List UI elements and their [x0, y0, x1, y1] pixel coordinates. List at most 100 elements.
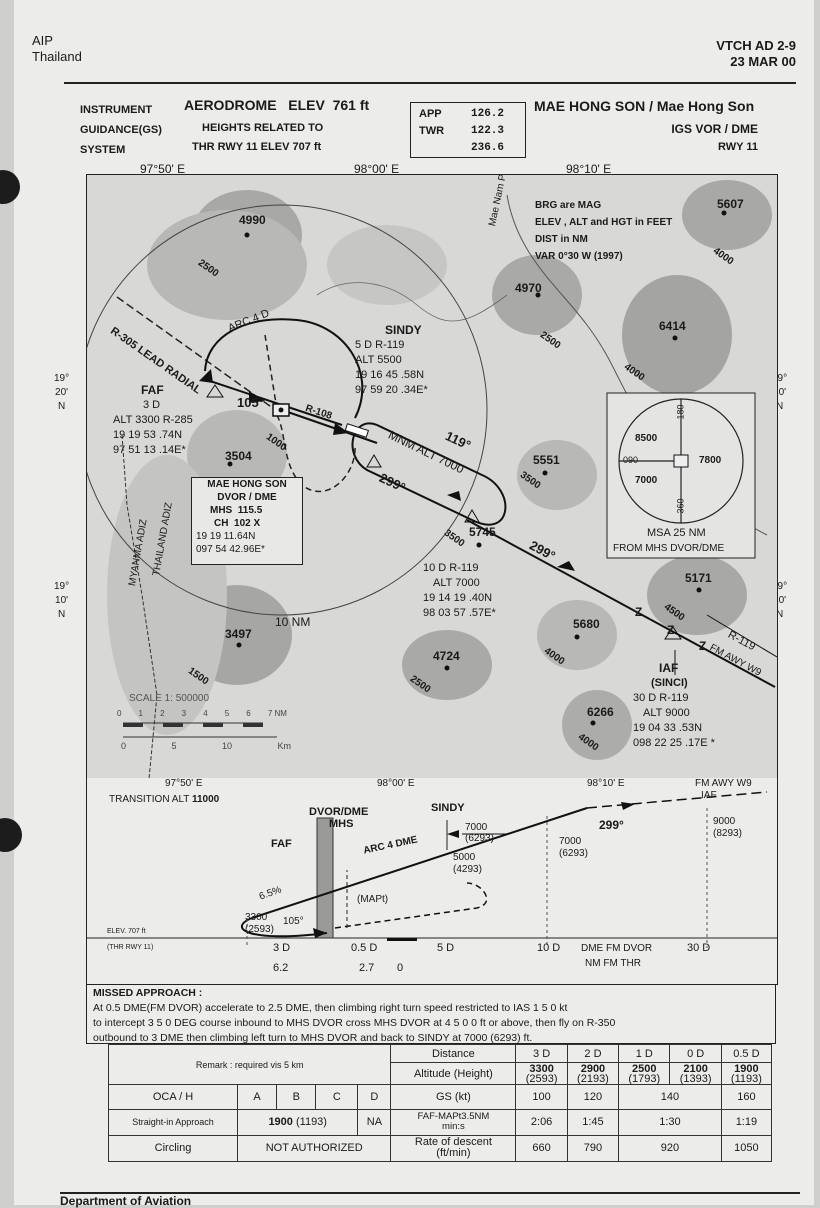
- freq-uhf-value: 236.6: [471, 142, 505, 154]
- navaid-coord: 19 19 11.64N: [196, 531, 256, 542]
- type-line-2: GUIDANCE(GS): [80, 124, 162, 136]
- cat-cell: C: [315, 1084, 359, 1110]
- profile-faf: FAF: [271, 838, 292, 850]
- peak-elevation: 4970: [515, 281, 542, 295]
- profile-dvor: DVOR/DME: [309, 806, 369, 818]
- iaf-line: 098 22 25 .17E *: [633, 737, 715, 749]
- header-date: 23 MAR 00: [730, 54, 796, 69]
- sindy-line: 5 D R-119: [355, 339, 405, 351]
- lat-min: 20': [773, 387, 787, 398]
- alt-value: 3300: [245, 912, 268, 923]
- iaf-fix-info: IAF (SINCI) 30 D R-119 ALT 9000 19 04 33…: [633, 661, 715, 751]
- faf-line: 97 51 13 .14E*: [113, 444, 186, 456]
- rod-text: Rate of descent: [414, 1136, 492, 1149]
- scale-tick: 5: [224, 709, 230, 718]
- scale-tick: 10: [222, 741, 233, 751]
- type-line-3: SYSTEM: [80, 144, 126, 156]
- descent-path: [251, 807, 588, 919]
- missed-approach-line: At 0.5 DME(FM DVOR) accelerate to 2.5 DM…: [93, 1002, 568, 1014]
- lat-hem: N: [775, 609, 784, 620]
- header-country: Thailand: [32, 49, 82, 64]
- map-lon-label: 97°50' E: [140, 162, 186, 176]
- holding-pattern: [351, 422, 507, 526]
- course-105-arrow: [249, 391, 265, 403]
- altitude-label: Altitude (Height): [390, 1062, 517, 1086]
- faf-line: ALT 3300 R-285: [113, 414, 193, 426]
- alt-sub: (2193): [577, 1072, 609, 1085]
- note-brg: BRG are MAG: [535, 200, 602, 211]
- profile-graphics: [87, 791, 777, 948]
- scale-tick: 2: [160, 709, 165, 718]
- map-lat-label-right: 19°10'N: [772, 580, 787, 622]
- scale-tick: Km: [277, 741, 292, 751]
- freq-app-label: APP: [419, 108, 442, 120]
- profile-iaf: IAF: [701, 790, 717, 801]
- inbound-track: [466, 519, 776, 688]
- runway-name: RWY 11: [718, 141, 758, 153]
- header-left: AIP Thailand: [32, 33, 82, 65]
- chart-page: AIP Thailand VTCH AD 2-9 23 MAR 00 INSTR…: [14, 0, 814, 1208]
- profile-dist: 3 D: [273, 942, 291, 954]
- z-mark: Z: [699, 639, 707, 653]
- sindy-name: SINDY: [385, 323, 422, 337]
- airport-name: MAE HONG SON / Mae Hong Son: [534, 98, 755, 114]
- gs-cell: 140: [618, 1084, 722, 1110]
- altitude-cell: 2900(2193): [566, 1062, 620, 1086]
- profile-dist: DME FM DVOR: [581, 943, 653, 954]
- profile-dist: 30 D: [687, 942, 711, 954]
- scale-tick: 0: [117, 709, 122, 718]
- note-var: VAR 0°30 W (1997): [535, 251, 623, 262]
- gs-label: GS (kt): [390, 1084, 517, 1110]
- cat-cell: A: [236, 1084, 278, 1110]
- peak-elevation: 6266: [587, 705, 614, 719]
- transition-label: TRANSITION ALT: [109, 794, 190, 805]
- map-lon-label: 98°00' E: [354, 162, 400, 176]
- freq-app-value: 126.2: [471, 108, 505, 120]
- map-lat-label-left: 19°10'N: [54, 580, 69, 622]
- distance-cell: 2 D: [566, 1043, 620, 1064]
- scale-label: SCALE 1: 500000: [129, 693, 210, 704]
- scale-tick: 4: [203, 709, 208, 718]
- iaf-line: ALT 9000: [643, 707, 690, 719]
- fix10d-line: ALT 7000: [433, 577, 480, 589]
- lat-hem: N: [57, 401, 66, 412]
- msa-sector-alt: 7800: [699, 455, 722, 466]
- profile-elev: ELEV. 707 ft: [107, 928, 146, 935]
- lat-deg: 19°: [772, 581, 788, 592]
- profile-nm-fm-thr: NM FM THR: [585, 958, 641, 969]
- header-rule: [64, 82, 796, 84]
- remark-cell: Remark : required vis 5 km: [107, 1043, 392, 1086]
- fix-10d-triangle: [464, 509, 480, 523]
- lat-deg: 19°: [772, 373, 788, 384]
- map-lat-label-right: 19°20'N: [772, 372, 787, 414]
- transition-alt: TRANSITION ALT 11000: [109, 794, 219, 805]
- profile-thr-dist: 6.2: [273, 962, 289, 974]
- profile-alt-9000: 9000(8293): [713, 816, 742, 840]
- profile-thr-dist: 2.7: [359, 962, 375, 974]
- header-aip: AIP: [32, 33, 53, 48]
- alt-sub: (2593): [245, 924, 274, 935]
- peak-elevation: 5680: [573, 617, 600, 631]
- faf-mapt-sub: min:s: [442, 1121, 465, 1133]
- msa-sector-alt: 8500: [635, 433, 658, 444]
- straight-in-oca: 1900: [268, 1116, 293, 1129]
- header-right: VTCH AD 2-9 23 MAR 00: [716, 38, 796, 70]
- profile-mhs: MHS: [329, 818, 354, 830]
- arc-4d-path: [204, 318, 364, 419]
- scale-tick: 5: [171, 741, 177, 751]
- profile-view: 97°50' E 98°00' E 98°10' E TRANSITION AL…: [86, 778, 778, 985]
- map-lat-label-left: 19°20'N: [54, 372, 69, 414]
- profile-dist: 5 D: [437, 942, 455, 954]
- profile-alt-5000: 5000(4293): [453, 852, 482, 876]
- peak-elevation: 4990: [239, 213, 266, 227]
- lat-deg: 19°: [54, 581, 70, 592]
- aerodrome-elev: AERODROME ELEV 761 ft: [184, 97, 370, 113]
- alt-value: 3300: [529, 1062, 554, 1075]
- ten-nm-label: 10 NM: [275, 615, 311, 629]
- faf-line: 3 D: [143, 399, 161, 411]
- dvor-column: [316, 817, 334, 939]
- profile-lon: 97°50' E: [165, 778, 203, 789]
- alt-sub: (2593): [525, 1072, 558, 1085]
